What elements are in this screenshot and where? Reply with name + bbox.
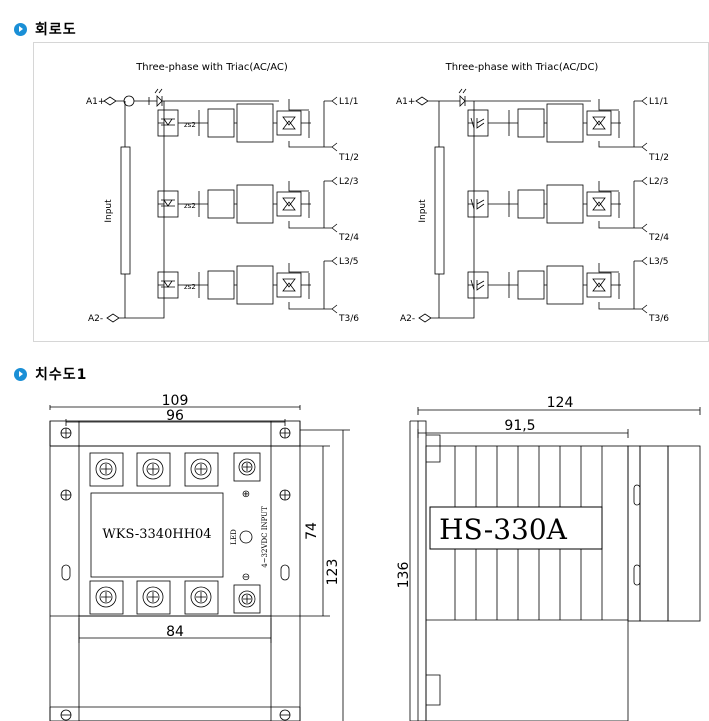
input-bar-right — [434, 146, 445, 275]
phase-3-dc — [467, 265, 612, 305]
phase-1-dc — [467, 103, 612, 143]
coupler-label-1: zs2 — [184, 121, 196, 129]
model-number: WKS-3340HH04 — [102, 527, 211, 542]
side-height-total: 136 — [396, 562, 412, 589]
right-line-terminal-1: L1/1 — [649, 97, 669, 107]
left-line-terminal-3: L3/5 — [339, 257, 359, 267]
terminal-a1-left: A1+ — [86, 97, 105, 107]
circuit-diagrams-svg: Three-phase with Triac(AC/AC) A1+ A2- In… — [86, 62, 669, 324]
input-label-right: Input — [418, 199, 428, 223]
dimension-drawings-svg: 109 96 ⊕ ⊖ WKS-3340HH04 LED — [49, 393, 701, 721]
circuit-section-title: 회로도 — [35, 22, 77, 38]
coupler-label-3: zs2 — [184, 283, 196, 291]
bullet-arrow-icon — [14, 22, 27, 36]
heatsink-label-box — [429, 506, 603, 550]
led-indicator — [239, 530, 253, 544]
side-width-body: 91,5 — [504, 418, 535, 434]
left-load-terminal-1: T1/2 — [338, 153, 359, 163]
side-width-total: 124 — [547, 395, 574, 411]
dimension-section-header: 치수도1 — [14, 364, 87, 384]
right-load-terminal-3: T3/6 — [648, 314, 669, 324]
front-width-total: 109 — [162, 393, 189, 409]
circuit-diagram-panel: Three-phase with Triac(AC/AC) A1+ A2- In… — [33, 42, 709, 342]
terminal-screws-top — [89, 452, 261, 487]
dimension-section-title: 치수도1 — [35, 367, 88, 383]
phase-2-ac — [157, 184, 302, 224]
input-spec-label: 4~32VDC INPUT — [261, 506, 269, 568]
terminal-screws-bottom — [89, 580, 261, 615]
model-label-plate — [90, 492, 224, 578]
left-load-terminal-3: T3/6 — [338, 314, 359, 324]
right-line-terminal-3: L3/5 — [649, 257, 669, 267]
phase-2-dc — [467, 184, 612, 224]
left-line-terminal-2: L2/3 — [339, 177, 359, 187]
circuit-title-ac-dc: Three-phase with Triac(AC/DC) — [445, 62, 599, 73]
right-load-terminal-1: T1/2 — [648, 153, 669, 163]
bullet-arrow-icon — [14, 367, 27, 381]
front-height-mount: 74 — [304, 522, 320, 540]
right-line-terminal-2: L2/3 — [649, 177, 669, 187]
input-label-left: Input — [104, 199, 114, 223]
input-bar-left — [120, 146, 131, 275]
front-terminal-span: 84 — [166, 624, 184, 640]
led-label: LED — [230, 529, 238, 545]
heatsink-model: HS-330A — [439, 513, 568, 546]
coupler-label-2: zs2 — [184, 202, 196, 210]
circuit-section-header: 회로도 — [14, 19, 77, 39]
terminal-a2-left: A2- — [88, 314, 103, 324]
phase-3-ac — [157, 265, 302, 305]
left-load-terminal-2: T2/4 — [338, 233, 359, 243]
front-width-mount: 96 — [166, 408, 184, 424]
right-load-terminal-2: T2/4 — [648, 233, 669, 243]
side-view: 124 91,5 136 HS-330A — [396, 395, 701, 721]
terminal-a1-right: A1+ — [396, 97, 415, 107]
front-height-total: 123 — [325, 559, 341, 586]
minus-mark: ⊖ — [242, 572, 250, 583]
phase-1-ac — [157, 103, 302, 143]
plus-mark: ⊕ — [242, 489, 250, 500]
front-view: 109 96 ⊕ ⊖ WKS-3340HH04 LED — [49, 393, 350, 721]
terminal-a2-right: A2- — [400, 314, 415, 324]
left-line-terminal-1: L1/1 — [339, 97, 359, 107]
circuit-title-ac-ac: Three-phase with Triac(AC/AC) — [135, 62, 288, 73]
